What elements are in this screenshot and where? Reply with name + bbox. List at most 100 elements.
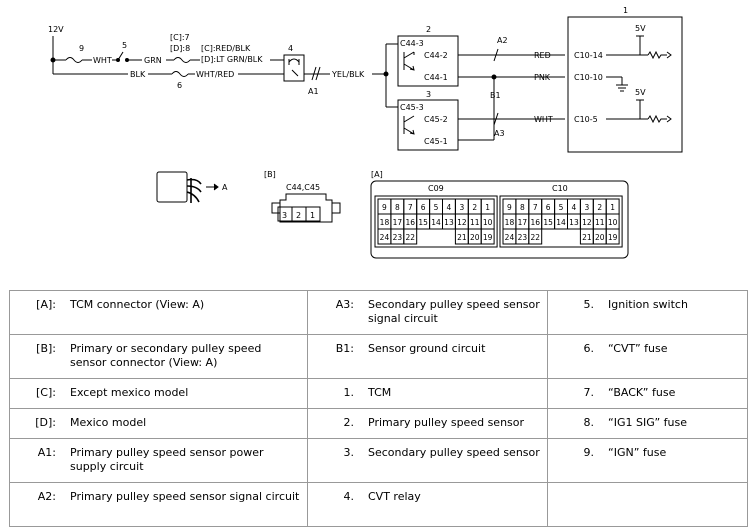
label-cd-fuse-8: [D]:8 [170,44,190,53]
legend-text: Secondary pulley speed sensor [368,446,540,459]
legend-cell: B1: Sensor ground circuit [307,334,548,379]
c09-pin-label: 4 [447,203,452,212]
pin-b-3: 3 [282,211,287,220]
c09-pin-label: 7 [408,203,413,212]
c10-pin-label: 22 [530,233,540,242]
cvt-relay-box [283,54,305,82]
pin-b-2: 2 [296,211,301,220]
c09-pin-label: 2 [472,203,477,212]
legend-text: Secondary pulley speed sensor signal cir… [368,298,540,325]
c09-pin-cell [403,228,418,245]
legend-text: Primary pulley speed sensor signal circu… [70,490,300,503]
legend-text: CVT relay [368,490,421,503]
fuse-7-8-icon [173,57,191,63]
legend-row: [B]:Primary or secondary pulley speed se… [9,334,748,379]
legend-cell: [D]:Mexico model [9,408,308,439]
label-5v-a: 5V [635,24,646,33]
legend-key: 3. [343,446,355,459]
legend-cell: A1:Primary pulley speed sensor power sup… [9,438,308,483]
legend-cell: 9.“IGN” fuse [547,438,748,483]
c10-outline [499,195,623,248]
label-c45-2: C45-2 [424,115,448,124]
legend-cell: 7.“BACK” fuse [547,378,748,409]
wiring-schematic: 12V 9 WHT 5 GRN [C]:7 [D]:8 [C]:RED/BLK … [48,6,683,259]
c09-pin-label: 24 [380,233,390,242]
pullup-b-icon [636,99,644,114]
label-12v: 12V [48,25,64,34]
legend-cell: [A]:TCM connector (View: A) [9,290,308,335]
label-wht-2: WHT [534,115,553,124]
c09-pin-label: 23 [393,233,403,242]
c10-pin-label: 15 [543,218,553,227]
legend-cell: 1.TCM [307,378,548,409]
c10-pin-label: 1 [610,203,615,212]
c09-pin-label: 9 [382,203,387,212]
legend-text: TCM [368,386,392,399]
c10-pin-label: 8 [520,203,525,212]
tcm-block: 1 C10-14 C10-10 C10-5 5V 5V [567,6,683,153]
label-sensor-3: 3 [426,90,431,99]
label-wht-1: WHT [93,56,112,65]
label-view-a-arrow: A [222,183,228,192]
c09-pin-label: 8 [395,203,400,212]
label-view-b-tag: [B] [264,170,276,179]
legend-key: A2: [37,490,56,503]
label-fuse-6: 6 [177,81,182,90]
label-c10: C10 [552,184,568,193]
label-sensor-2: 2 [426,25,431,34]
legend-key: 7. [583,386,595,399]
label-tcm-1: 1 [623,6,628,15]
legend-cell: 6.“CVT” fuse [547,334,748,379]
legend-cell: 4.CVT relay [307,482,548,527]
legend-cell: 2.Primary pulley speed sensor [307,408,548,439]
c10-pin-label: 7 [533,203,538,212]
label-c44-2: C44-2 [424,51,448,60]
label-d-lt-grn-blk: [D]:LT GRN/BLK [201,55,263,64]
primary-sensor-block: 2 C44-3 C44-2 C44-1 A2 RED PNK B1 [397,25,565,141]
sensor-view-a: A [156,171,228,203]
c10-pin-label: 11 [595,218,605,227]
c09-pin-label: 20 [470,233,480,242]
c10-pin-cell [605,228,620,245]
legend-row: A1:Primary pulley speed sensor power sup… [9,438,748,483]
c09-pin-label: 3 [459,203,464,212]
legend-text: TCM connector (View: A) [70,298,205,311]
label-grn: GRN [144,56,162,65]
c09-pin-label: 13 [444,218,454,227]
c10-pin-label: 10 [608,218,618,227]
fuse-9-icon [65,57,83,63]
label-relay-4: 4 [288,44,293,53]
legend-row: [A]:TCM connector (View: A) A3: Secondary … [9,290,748,335]
legend-key: B1: [335,342,354,355]
legend-cell: 8.“IG1 SIG” fuse [547,408,748,439]
c10-pin-label: 24 [505,233,515,242]
relay-coil-icon [288,58,300,77]
sensor-body-icon [156,171,188,203]
legend-key: 6. [583,342,595,355]
legend-table: [A]:TCM connector (View: A) A3: Secondary … [9,290,748,527]
label-5v-b: 5V [635,88,646,97]
label-c44-1: C44-1 [424,73,448,82]
label-c10-10: C10-10 [574,73,603,82]
c09-pin-label: 18 [380,218,390,227]
c10-pin-label: 20 [595,233,605,242]
c10-pin-label: 18 [505,218,515,227]
legend-key: [C]: [36,386,56,399]
c09-pin-label: 6 [421,203,426,212]
label-cd-fuse-7: [C]:7 [170,33,190,42]
connector-b-outline [271,193,341,223]
c09-pin-cell [480,228,495,245]
c10-pin-label: 2 [597,203,602,212]
label-blk: BLK [130,70,146,79]
c10-pin-label: 12 [582,218,592,227]
c10-pin-label: 23 [518,233,528,242]
fuse-6-icon [171,71,189,77]
c09-pin-label: 5 [434,203,439,212]
sensor-harness-icon [186,178,202,203]
legend-cell: 3. Secondary pulley speed sensor [307,438,548,483]
connector-view-b: [B] C44,C45 3 2 1 [264,170,341,223]
c10-pin-label: 3 [584,203,589,212]
legend-key: A3: [335,298,354,311]
legend-text: Sensor ground circuit [368,342,486,355]
c09-pin-label: 10 [483,218,493,227]
